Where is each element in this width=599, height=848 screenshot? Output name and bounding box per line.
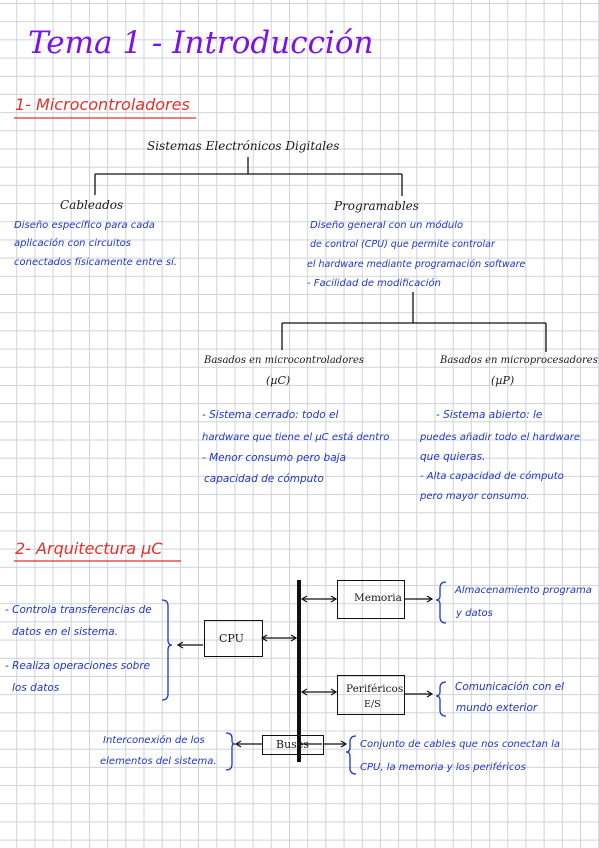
programables-desc-line: el hardware mediante programación softwa… (307, 259, 526, 270)
programables-desc-line: de control (CPU) que permite controlar (310, 239, 495, 250)
memoria-box: Memoria (337, 580, 405, 619)
proc-desc-line: que quieras. (420, 451, 486, 463)
buses-box: Buses (262, 735, 324, 755)
buses-left-line: elementos del sistema. (100, 756, 217, 767)
cableados-desc-line: conectados físicamente entre sí. (14, 257, 177, 268)
micro-desc-line: - Sistema cerrado: todo el (202, 409, 339, 421)
page-title: Tema 1 - Introducción (28, 25, 374, 61)
memoria-desc-line: y datos (456, 608, 493, 619)
cableados-label: Cableados (60, 198, 124, 212)
section1-heading: 1- Microcontroladores (15, 95, 190, 114)
programables-desc-line: - Facilidad de modificación (307, 278, 441, 289)
cableados-desc-line: Diseño específico para cada (14, 220, 155, 231)
buses-right-line: CPU, la memoria y los periféricos (360, 762, 526, 773)
cpu-box: CPU (204, 620, 263, 657)
memoria-desc-line: Almacenamiento programa (455, 585, 592, 596)
buses-label: Buses (276, 738, 309, 751)
proc-desc-line: - Sistema abierto: le (436, 409, 543, 421)
cpu-desc-line: los datos (12, 682, 60, 694)
proc-symbol: (µP) (491, 374, 515, 387)
section2-heading: 2- Arquitectura µC (15, 539, 163, 558)
micro-label: Basados en microcontroladores (204, 355, 365, 366)
proc-desc-line: - Alta capacidad de cómputo (420, 471, 564, 482)
cableados-desc-line: aplicación con circuitos (14, 238, 131, 249)
micro-desc-line: capacidad de cómputo (204, 473, 324, 485)
proc-label: Basados en microprocesadores (440, 355, 598, 366)
perifericos-desc-line: Comunicación con el (455, 681, 565, 693)
memoria-label: Memoria (354, 592, 402, 604)
perifericos-label: Periféricos (346, 683, 404, 695)
cpu-label: CPU (219, 632, 244, 645)
perifericos-desc-line: mundo exterior (456, 702, 538, 714)
tree-root-label: Sistemas Electrónicos Digitales (147, 139, 340, 153)
cpu-desc-line: datos en el sistema. (12, 626, 119, 638)
buses-left-line: Interconexión de los (103, 735, 205, 746)
micro-symbol: (µC) (266, 374, 291, 387)
curly-braces (161, 581, 447, 775)
cpu-desc-line: - Controla transferencias de (5, 604, 152, 616)
perifericos-sub: E/S (364, 699, 381, 710)
bus-arrows (176, 595, 434, 748)
cpu-desc-line: - Realiza operaciones sobre (5, 660, 151, 672)
buses-right-line: Conjunto de cables que nos conectan la (360, 739, 561, 750)
programables-label: Programables (334, 199, 419, 213)
perifericos-box: Periféricos E/S (337, 675, 405, 715)
micro-desc-line: hardware que tiene el µC está dentro (202, 432, 390, 443)
proc-desc-line: puedes añadir todo el hardware (420, 432, 581, 443)
micro-desc-line: - Menor consumo pero baja (202, 452, 347, 464)
proc-desc-line: pero mayor consumo. (420, 491, 530, 502)
tree-connectors (94, 157, 547, 352)
programables-desc-line: Diseño general con un módulo (310, 220, 464, 231)
